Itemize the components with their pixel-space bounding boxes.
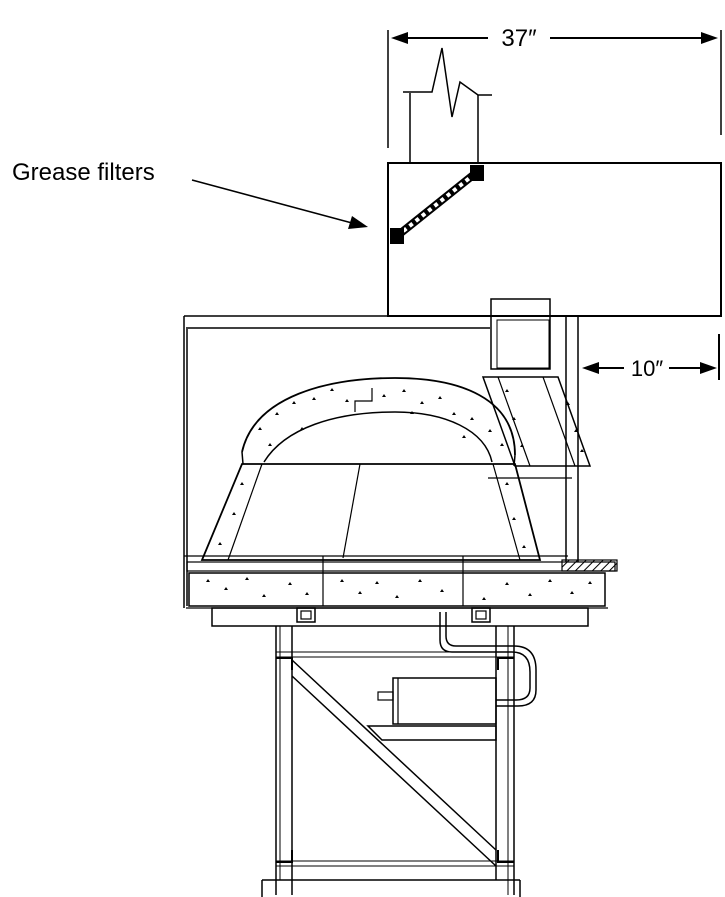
- dome-inner: [263, 411, 493, 463]
- arrowhead-left: [391, 32, 408, 44]
- exhaust-duct: [403, 47, 492, 163]
- dome-vent-pipe: [354, 388, 373, 412]
- dimension-10-label: 10″: [631, 356, 663, 381]
- mounting-plate: [211, 607, 589, 627]
- grease-filters-callout: Grease filters: [12, 159, 368, 229]
- flue-pipe: [481, 376, 592, 467]
- filter-bracket-upper: [470, 165, 484, 181]
- hearth-top: [186, 561, 616, 572]
- callout-leader: [191, 179, 353, 224]
- gas-line-inner: [445, 612, 537, 707]
- oven-dome: [241, 377, 516, 467]
- hearth-base: [188, 572, 606, 607]
- grease-filters-label: Grease filters: [12, 159, 155, 186]
- dome-concrete-speckle: [258, 388, 504, 446]
- exhaust-hood: [387, 162, 722, 317]
- arrowhead-10-left: [582, 362, 599, 374]
- wall-concrete-speckle: [218, 482, 526, 548]
- hearth-concrete-speckle: [206, 577, 592, 600]
- grease-filter-mesh: [395, 170, 479, 238]
- foot-left: [296, 607, 316, 623]
- callout-arrowhead: [348, 216, 368, 229]
- flue-collar-inner: [496, 319, 550, 369]
- dimension-37: 37″: [387, 25, 722, 148]
- stand-brace-1: [291, 659, 497, 851]
- flue-concrete-speckle: [505, 389, 584, 452]
- arrowhead-10-right: [700, 362, 717, 374]
- oven-wall: [200, 463, 542, 561]
- burner-shelf: [366, 725, 497, 741]
- flue-assembly: [481, 298, 592, 467]
- burner-nozzle: [377, 691, 394, 701]
- dimension-37-label: 37″: [501, 25, 537, 52]
- duct-break-symbol: [403, 47, 492, 118]
- hood-body: [387, 162, 722, 317]
- stand-brace-2: [291, 675, 497, 867]
- foot-right: [471, 607, 491, 623]
- hearth-ledge-hatched: [561, 559, 618, 572]
- dimension-10: 10″: [582, 334, 720, 381]
- oven-body: [200, 463, 542, 561]
- flue-collar: [490, 298, 551, 370]
- support-plate: [211, 607, 589, 627]
- arrowhead-right: [701, 32, 718, 44]
- hearth-slab: [184, 555, 618, 609]
- gas-line-outer: [439, 612, 531, 701]
- filter-bracket-lower: [390, 228, 404, 244]
- oven-stand: [261, 626, 521, 897]
- oven-enclosure: [183, 315, 579, 608]
- burner-housing: [392, 677, 497, 725]
- dome-outer: [241, 377, 516, 456]
- gas-burner-assembly: [366, 612, 537, 741]
- oven-door-seam: [342, 463, 361, 559]
